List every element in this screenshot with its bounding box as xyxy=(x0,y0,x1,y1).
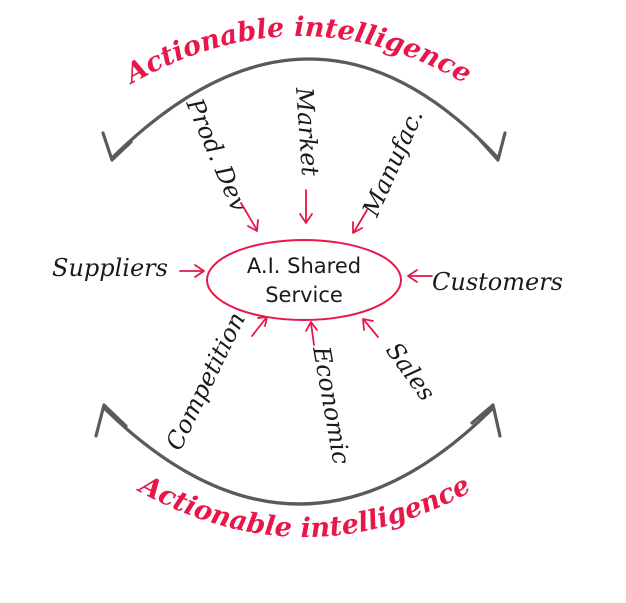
bottom-banner-label: Actionable intelligence xyxy=(132,468,476,544)
label-customers: Customers xyxy=(432,268,563,296)
label-suppliers: Suppliers xyxy=(52,254,168,282)
arrow-economic xyxy=(305,321,318,346)
bottom-cycle-arrow xyxy=(94,403,502,506)
label-market: Market xyxy=(290,85,324,177)
center-label-line1: A.I. Shared xyxy=(247,254,361,278)
label-prod-dev: Prod. Dev xyxy=(180,93,253,215)
top-cycle-arrow xyxy=(101,57,507,162)
label-economic: Economic xyxy=(307,343,355,466)
arrow-customers xyxy=(407,269,433,283)
top-banner-label: Actionable intelligence xyxy=(118,12,477,91)
label-competition: Competition xyxy=(160,308,251,455)
center-label-line2: Service xyxy=(265,283,343,307)
arrow-manufac xyxy=(352,209,368,234)
arrow-market xyxy=(299,189,313,224)
label-manufac: Manufac. xyxy=(356,105,428,222)
arrow-suppliers xyxy=(179,264,205,278)
center-ellipse xyxy=(206,239,402,321)
label-sales: Sales xyxy=(380,337,441,406)
arrow-competition xyxy=(251,316,268,337)
arrow-prod-dev xyxy=(240,202,259,232)
arrow-sales xyxy=(362,318,379,338)
